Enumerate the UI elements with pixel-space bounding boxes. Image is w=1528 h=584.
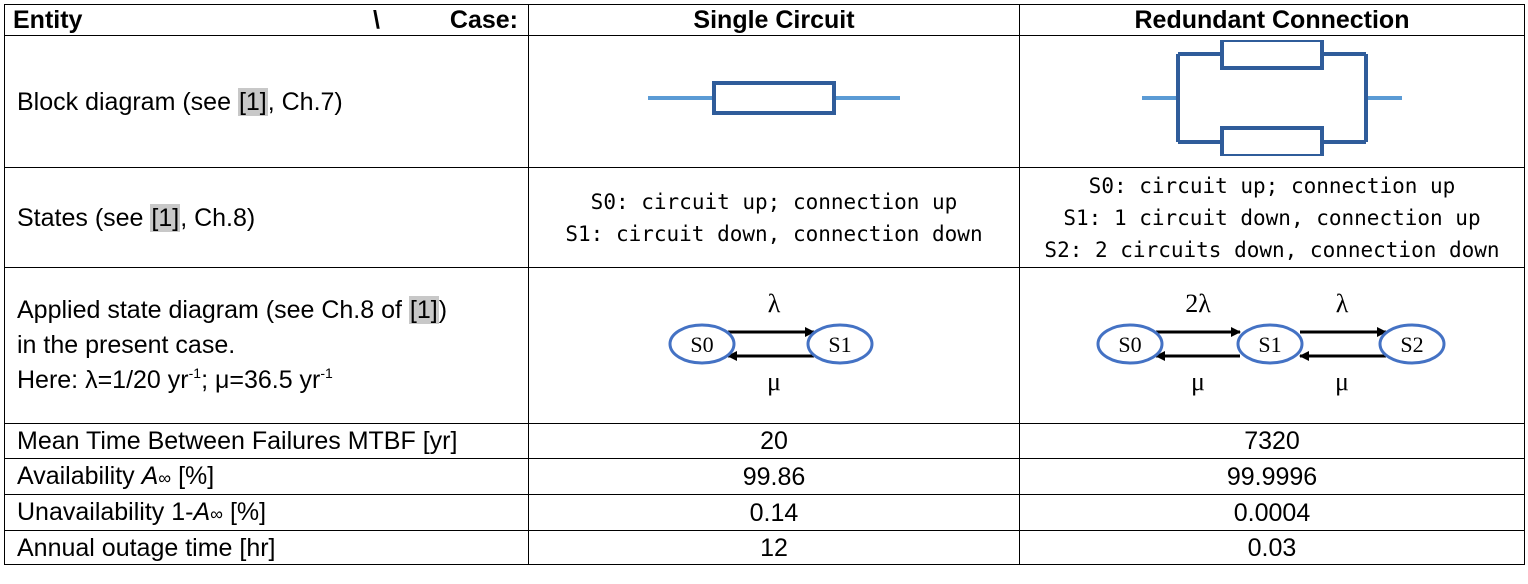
redundant-block-diagram: [1019, 35, 1525, 168]
rate-mu: μ: [767, 367, 781, 396]
reliability-table: Entity \ Case: Single Circuit Redundant …: [4, 4, 1525, 565]
outage-label: Annual outage time [hr]: [4, 530, 529, 565]
redundant-state-diagram: 2λ λ S0 S1 S2 μ μ: [1019, 267, 1525, 424]
state-s0: S0: circuit up; connection up: [590, 189, 958, 214]
svg-text:S1: S1: [1258, 332, 1281, 357]
block-diagram-label: Block diagram (see [1], Ch.7): [4, 35, 529, 168]
entity-label: Entity: [13, 6, 83, 34]
outage-redundant: 0.03: [1019, 530, 1525, 565]
svg-text:S1: S1: [828, 332, 851, 357]
header-row: Entity \ Case: Single Circuit Redundant …: [4, 4, 1525, 36]
state-node-s2: [1378, 323, 1446, 365]
outage-single: 12: [528, 530, 1020, 565]
state-node-s1: [806, 323, 874, 365]
states-label: States (see [1], Ch.8): [4, 167, 529, 268]
redundant-connection-header: Redundant Connection: [1019, 4, 1525, 36]
states-row: States (see [1], Ch.8) S0: circuit up; c…: [4, 167, 1525, 268]
redundant-state-diagram-svg: 2λ λ S0 S1 S2 μ μ: [1096, 289, 1446, 396]
reference-link[interactable]: [1]: [237, 87, 268, 116]
single-block-diagram: [528, 35, 1020, 168]
entity-case-header: Entity \ Case:: [4, 4, 529, 36]
rate-lambda: λ: [768, 289, 781, 318]
rate-mu: μ: [1191, 367, 1205, 396]
single-block-diagram-svg: [648, 81, 900, 115]
unavailability-redundant: 0.0004: [1019, 494, 1525, 531]
rate-mu: μ: [1335, 367, 1349, 396]
state-s1: S1: 1 circuit down, connection up: [1063, 205, 1481, 230]
block-diagram-row: Block diagram (see [1], Ch.7): [4, 35, 1525, 168]
mtbf-redundant: 7320: [1019, 423, 1525, 459]
reference-link[interactable]: [1]: [408, 296, 439, 324]
svg-text:S2: S2: [1400, 332, 1423, 357]
availability-single: 99.86: [528, 458, 1020, 495]
svg-text:S0: S0: [1118, 332, 1141, 357]
unavailability-label: Unavailability 1-A∞ [%]: [4, 494, 529, 531]
availability-row: Availability A∞ [%] 99.86 99.9996: [4, 458, 1525, 495]
outage-row: Annual outage time [hr] 12 0.03: [4, 530, 1525, 565]
case-label: Case:: [449, 6, 518, 34]
single-state-diagram: λ S0 S1 μ: [528, 267, 1020, 424]
state-s0: S0: circuit up; connection up: [1088, 173, 1456, 198]
state-s1: S1: circuit down, connection down: [565, 221, 983, 246]
redundant-states: S0: circuit up; connection up S1: 1 circ…: [1019, 167, 1525, 268]
mtbf-label: Mean Time Between Failures MTBF [yr]: [4, 423, 529, 459]
state-node-s1: [1236, 323, 1304, 365]
mtbf-single: 20: [528, 423, 1020, 459]
state-node-s0: [1096, 323, 1164, 365]
state-node-s0: [668, 323, 736, 365]
single-circuit-header: Single Circuit: [528, 4, 1020, 36]
reference-link[interactable]: [1]: [150, 203, 181, 232]
rate-lambda: λ: [1336, 289, 1349, 318]
redundant-block-diagram-svg: [1142, 38, 1402, 158]
rate-2lambda: 2λ: [1185, 289, 1211, 318]
unavailability-row: Unavailability 1-A∞ [%] 0.14 0.0004: [4, 494, 1525, 531]
single-state-diagram-svg: λ S0 S1 μ: [668, 289, 874, 396]
state-diagram-row: Applied state diagram (see Ch.8 of [1]) …: [4, 267, 1525, 424]
unavailability-single: 0.14: [528, 494, 1020, 531]
availability-label: Availability A∞ [%]: [4, 458, 529, 495]
svg-text:S0: S0: [690, 332, 713, 357]
state-s2: S2: 2 circuits down, connection down: [1044, 237, 1500, 262]
single-states: S0: circuit up; connection up S1: circui…: [528, 167, 1020, 268]
availability-redundant: 99.9996: [1019, 458, 1525, 495]
mtbf-row: Mean Time Between Failures MTBF [yr] 20 …: [4, 423, 1525, 459]
header-separator: \: [372, 6, 380, 34]
state-diagram-label: Applied state diagram (see Ch.8 of [1]) …: [4, 267, 529, 424]
